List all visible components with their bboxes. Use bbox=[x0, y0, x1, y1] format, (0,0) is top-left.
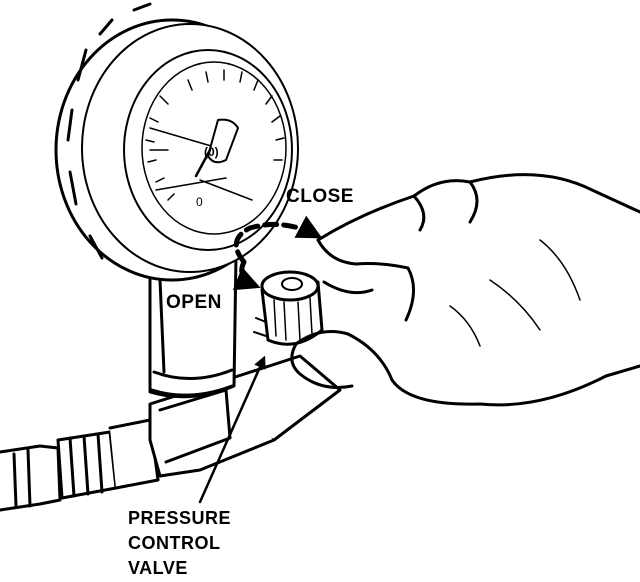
open-rotation-arrow bbox=[232, 259, 261, 291]
close-label: CLOSE bbox=[286, 186, 354, 207]
gauge-stem bbox=[148, 254, 238, 399]
hose-fitting bbox=[0, 418, 160, 512]
pcv-label-line-3: VALVE bbox=[128, 558, 188, 578]
hand bbox=[290, 173, 640, 407]
pressure-control-valve bbox=[253, 270, 324, 346]
pressure-control-valve-label: PRESSURE CONTROL VALVE bbox=[128, 506, 231, 581]
close-rotation-arrow bbox=[233, 215, 323, 265]
pcv-label-line-2: CONTROL bbox=[128, 533, 221, 553]
pcv-label-line-1: PRESSURE bbox=[128, 508, 232, 528]
valve-leader-line bbox=[198, 355, 266, 504]
gauge-ticks bbox=[145, 69, 285, 201]
dial-marking: (0) bbox=[204, 145, 219, 159]
dial-zero-label: 0 bbox=[196, 195, 203, 209]
pressure-gauge bbox=[54, 2, 299, 282]
open-label: OPEN bbox=[166, 292, 222, 313]
